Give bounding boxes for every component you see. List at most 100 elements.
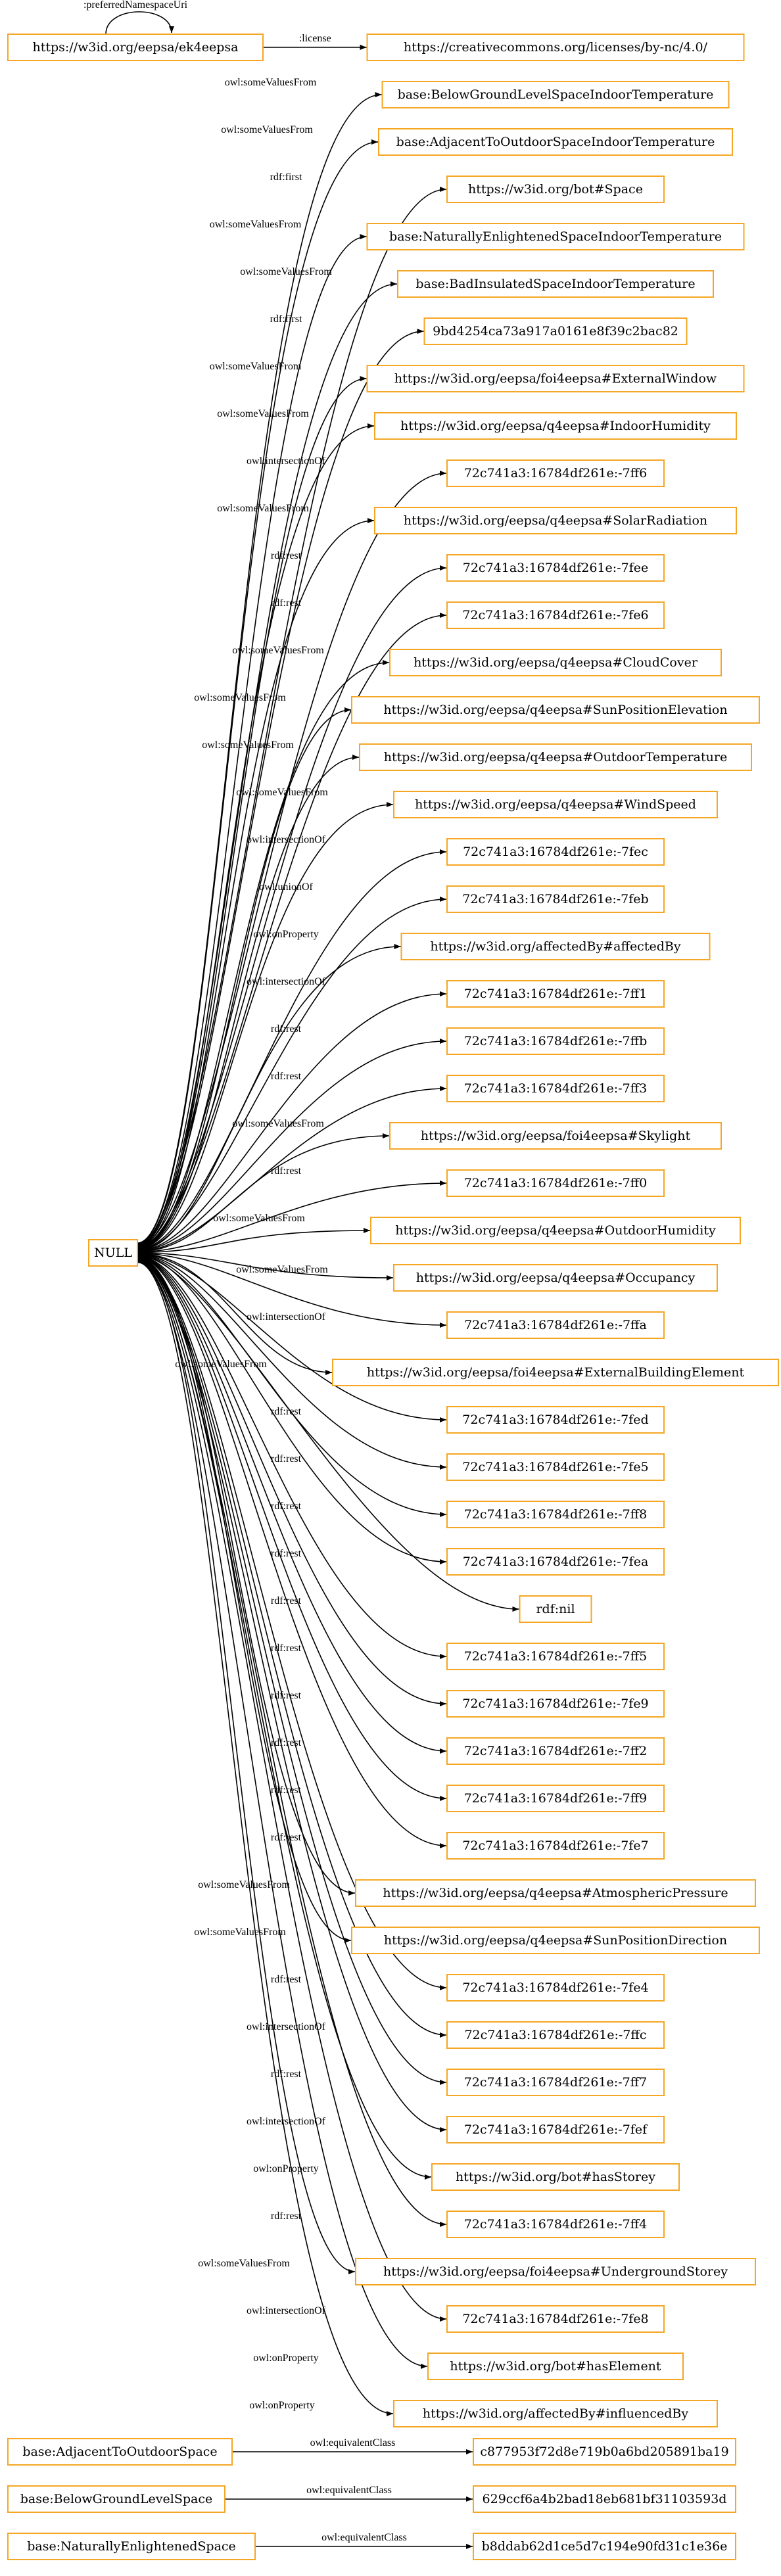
edge-hub-16-line: [137, 849, 447, 1250]
node-target-14-box: [359, 743, 752, 771]
edge-hub-49-label: owl:onProperty: [249, 2400, 315, 2411]
edge-pair-2-label: owl:equivalentClass: [321, 2532, 407, 2543]
node-target-42-box: [446, 2069, 665, 2096]
edge-pair-0-label: owl:equivalentClass: [310, 2437, 396, 2448]
edge-hub-3-line: [137, 234, 367, 1245]
edge-hub-46-label: owl:someValuesFrom: [198, 2258, 290, 2269]
edge-hub-1-label: owl:someValuesFrom: [221, 124, 313, 135]
edge-hub-19-label: owl:intersectionOf: [247, 976, 326, 987]
edge-hub-21-label: rdf:rest: [271, 1071, 302, 1082]
node-target-37-box: [446, 1832, 665, 1860]
edge-hub-5-line: [137, 329, 424, 1246]
edge-hub-37: [137, 1257, 447, 1848]
node-target-34-box: [446, 1690, 665, 1718]
edge-hub-29-line: [137, 1253, 447, 1470]
node-pair-target-1-label: 629ccf6a4b2bad18eb681bf31103593d: [483, 2492, 727, 2506]
node-target-19-box: [446, 980, 665, 1008]
edge-hub-12-label: owl:someValuesFrom: [232, 645, 324, 656]
edge-hub-4-label: owl:someValuesFrom: [240, 266, 332, 277]
edge-hub-3-label: owl:someValuesFrom: [210, 219, 302, 230]
node-target-44-box: [431, 2163, 680, 2191]
node-target-7-label: https://w3id.org/eepsa/q4eepsa#IndoorHum…: [400, 419, 711, 433]
edge-hub-7: [137, 423, 375, 1246]
edge-hub-40-label: rdf:rest: [271, 1974, 302, 1985]
node-target-36: 72c741a3:16784df261e:-7ff9: [446, 1785, 665, 1812]
node-target-13-box: [351, 696, 760, 724]
edge-hub-15-label: owl:someValuesFrom: [236, 787, 328, 798]
node-target-4: base:BadInsulatedSpaceIndoorTemperature: [397, 270, 714, 298]
node-target-22-box: [389, 1122, 722, 1150]
edge-hub-20: [137, 1039, 447, 1252]
node-target-35-label: 72c741a3:16784df261e:-7ff2: [464, 1744, 648, 1758]
node-target-4-label: base:BadInsulatedSpaceIndoorTemperature: [415, 277, 695, 291]
node-target-18-label: https://w3id.org/affectedBy#affectedBy: [430, 939, 680, 954]
node-pair-source-0: base:AdjacentToOutdoorSpace: [7, 2438, 233, 2466]
edge-hub-13: [137, 707, 352, 1249]
node-target-10-box: [446, 554, 665, 582]
node-target-12-label: https://w3id.org/eepsa/q4eepsa#CloudCove…: [414, 655, 698, 670]
node-target-10-label: 72c741a3:16784df261e:-7fee: [463, 561, 648, 575]
node-pair-source-1-label: base:BelowGroundLevelSpace: [20, 2492, 213, 2506]
node-license: https://creativecommons.org/licenses/by-…: [366, 34, 745, 61]
node-target-24-label: https://w3id.org/eepsa/q4eepsa#OutdoorHu…: [395, 1223, 716, 1238]
node-target-47-box: [446, 2305, 665, 2333]
edge-hub-47-label: owl:intersectionOf: [247, 2305, 326, 2316]
edge-hub-22-line: [137, 1133, 390, 1252]
node-target-33-box: [446, 1643, 665, 1670]
edge-hub-14-label: owl:someValuesFrom: [202, 739, 294, 751]
edge-hub-23-label: rdf:rest: [271, 1165, 302, 1177]
node-pair-source-1-box: [7, 2485, 225, 2513]
node-pair-source-2-box: [7, 2533, 256, 2560]
node-target-12: https://w3id.org/eepsa/q4eepsa#CloudCove…: [389, 649, 722, 676]
node-target-32-label: rdf:nil: [536, 1602, 575, 1616]
edge-hub-9-label: owl:someValuesFrom: [217, 503, 309, 514]
node-top: https://w3id.org/eepsa/ek4eepsa: [7, 34, 264, 61]
edge-hub-0-label: owl:someValuesFrom: [225, 77, 317, 88]
node-target-23-label: 72c741a3:16784df261e:-7ff0: [464, 1176, 648, 1190]
node-target-37-label: 72c741a3:16784df261e:-7fe7: [462, 1838, 648, 1853]
edge-hub-35-line: [137, 1256, 447, 1754]
edge-hub-48-line: [137, 1261, 428, 2369]
edge-hub-5: [137, 329, 424, 1246]
node-target-22: https://w3id.org/eepsa/foi4eepsa#Skyligh…: [389, 1122, 722, 1150]
edge-hub-30-line: [137, 1254, 447, 1517]
edge-hub-18-line: [137, 944, 401, 1251]
edge-hub-17-label: owl:unionOf: [259, 881, 313, 893]
edge-hub-39: [137, 1257, 352, 1943]
node-target-8-box: [446, 459, 665, 487]
edge-hub-21-line: [137, 1086, 447, 1252]
edge-hub-33: [137, 1255, 447, 1659]
node-target-45: 72c741a3:16784df261e:-7ff4: [446, 2211, 665, 2238]
node-target-30-box: [446, 1501, 665, 1528]
edge-hub-19: [137, 991, 447, 1252]
node-pair-target-0-label: c877953f72d8e719b0a6bd205891ba19: [480, 2445, 728, 2459]
node-target-8-label: 72c741a3:16784df261e:-7ff6: [464, 466, 648, 480]
node-pair-target-1-box: [473, 2485, 736, 2513]
node-target-27: https://w3id.org/eepsa/foi4eepsa#Externa…: [332, 1359, 779, 1386]
edge-hub-26-label: owl:intersectionOf: [247, 1311, 326, 1323]
edge-hub-7-line: [137, 423, 375, 1246]
edge-hub-43-line: [137, 1259, 447, 2132]
edge-hub-39-label: owl:someValuesFrom: [194, 1927, 286, 1938]
node-target-30-label: 72c741a3:16784df261e:-7ff8: [464, 1507, 648, 1522]
node-target-0-label: base:BelowGroundLevelSpaceIndoorTemperat…: [398, 87, 714, 102]
node-target-24: https://w3id.org/eepsa/q4eepsa#OutdoorHu…: [370, 1217, 741, 1244]
node-target-40-label: 72c741a3:16784df261e:-7fe4: [462, 1980, 648, 1995]
edge-hub-25-label: owl:someValuesFrom: [236, 1264, 328, 1275]
node-target-6-label: https://w3id.org/eepsa/foi4eepsa#Externa…: [394, 371, 717, 386]
node-target-48: https://w3id.org/bot#hasElement: [427, 2353, 684, 2380]
node-target-21-label: 72c741a3:16784df261e:-7ff3: [464, 1081, 648, 1096]
edge-hub-15-line: [137, 802, 394, 1250]
edge-hub-47: [137, 1261, 447, 2322]
node-pair-source-2-label: base:NaturallyEnlightenedSpace: [27, 2539, 236, 2554]
node-target-7-box: [374, 412, 737, 440]
node-target-41-label: 72c741a3:16784df261e:-7ffc: [464, 2028, 646, 2042]
edge-hub-23-line: [137, 1181, 447, 1253]
edge-hub-35: [137, 1256, 447, 1754]
node-target-28-box: [446, 1406, 665, 1434]
nodes-layer: https://w3id.org/eepsa/ek4eepsa https://c…: [7, 34, 779, 2560]
edge-self-loop: [105, 11, 174, 35]
node-target-6: https://w3id.org/eepsa/foi4eepsa#Externa…: [366, 365, 745, 392]
edge-hub-8-label: owl:intersectionOf: [247, 456, 326, 467]
edge-hub-26: [137, 1252, 447, 1328]
